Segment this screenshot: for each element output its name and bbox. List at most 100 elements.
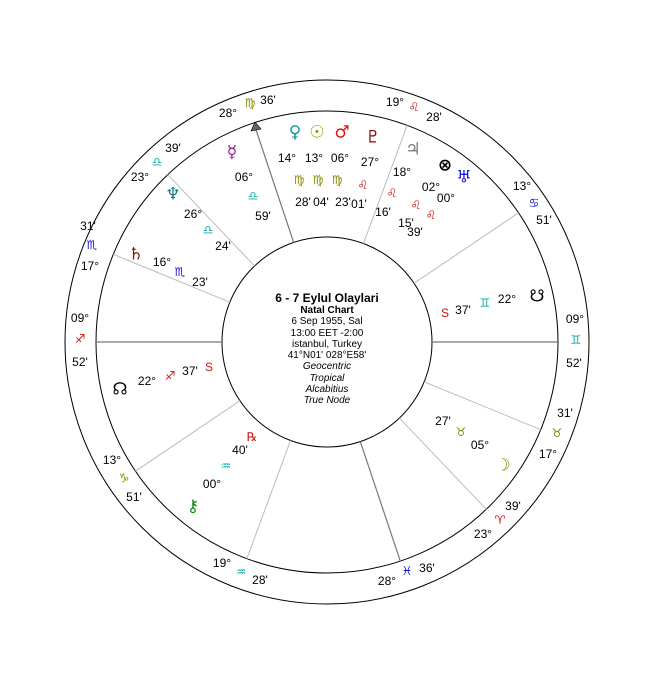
house-cusp-line-c2 [135,400,241,472]
pluto-sign-icon: ♌ [357,178,369,192]
uranus-icon: ♅ [456,167,472,188]
pluto-minute: 01' [351,197,367,211]
north-node-minute: 37' [182,364,198,378]
chiron-sign-icon: ♒ [220,459,232,473]
cusp-minute: 36' [260,93,276,107]
chart-time: 13:00 EET -2:00 [290,327,364,339]
uranus-degree: 00° [436,191,456,205]
cusp-degree: 28° [218,106,238,120]
zodiac-sign-icon: ♈ [494,513,506,527]
moon-sign-icon: ♉ [455,425,467,439]
jupiter-minute: 16' [375,205,391,219]
zodiac-sign-icon: ♏ [86,238,98,252]
cusp-degree: 28° [377,574,397,588]
chart-coords: 41°N01' 028°E58' [287,350,367,362]
chart-info-panel: 6 - 7 Eylul Olaylari Natal Chart 6 Sep 1… [227,292,427,407]
neptune-minute: 24' [215,239,231,253]
sun-icon: ☉ [309,122,325,143]
part-of-fortune-minute: 15' [398,216,414,230]
cusp-degree: 23° [130,170,150,184]
cusp-minute: 28' [426,110,442,124]
mercury-degree: 06° [234,170,254,184]
zodiac-sign-icon: ♌ [408,100,420,114]
zodiac-sign-icon: ♐ [74,332,86,346]
north-node-icon: ☊ [112,379,128,400]
mercury-minute: 59' [255,209,271,223]
chart-title: 6 - 7 Eylul Olaylari [275,291,379,305]
house-cusp-line-c9 [362,125,408,244]
pluto-icon: ♇ [365,127,381,148]
chiron-minute: 40' [232,443,248,457]
zodiac-sign-icon: ♍ [244,96,256,110]
house-cusp-line-ic [359,441,401,562]
venus-degree: 14° [277,151,297,165]
zodiac-sign-icon: ♉ [551,426,563,440]
house-cusp-line-mc [253,122,295,243]
mars-icon: ♂ [334,122,350,143]
zodiac-sign-icon: ♊ [570,333,582,347]
cusp-minute: 31' [557,406,573,420]
chart-place: istanbul, Turkey [291,338,363,350]
neptune-degree: 26° [183,207,203,221]
zodiac-sign-icon: ♑ [118,471,130,485]
uranus-minute: 39' [407,225,423,239]
cusp-minute: 39' [505,499,521,513]
sun-sign-icon: ♍ [312,173,324,187]
mercury-icon: ☿ [226,142,238,163]
moon-degree: 05° [470,438,490,452]
saturn-icon: ♄ [128,244,144,265]
chart-date: 6 Sep 1955, Sal [291,316,363,328]
venus-icon: ♀ [288,122,302,143]
cusp-minute: 52' [566,356,582,370]
jupiter-sign-icon: ♌ [386,186,398,200]
neptune-sign-icon: ♎ [202,223,214,237]
sun-degree: 13° [304,151,324,165]
outer-circle [64,79,590,605]
chart-zodiac: Geocentric [302,361,352,373]
chiron-flag: ℞ [246,430,258,444]
venus-sign-icon: ♍ [293,173,305,187]
south-node-icon: ☋ [529,286,545,307]
cusp-minute: 31' [80,219,96,233]
saturn-degree: 16° [152,255,172,269]
cusp-minute: 51' [126,490,142,504]
south-node-sign-icon: ♊ [479,296,491,310]
south-node-minute: 37' [455,303,471,317]
venus-minute: 28' [295,195,311,209]
cusp-degree: 17° [80,259,100,273]
neptune-icon: ♆ [165,184,181,205]
house-cusp-line-c5 [399,417,487,510]
part-of-fortune-degree: 02° [421,180,441,194]
chart-subtitle: Natal Chart [300,305,354,316]
house-cusp-line-c11 [167,174,255,267]
cusp-degree: 13° [102,453,122,467]
cusp-degree: 23° [473,527,493,541]
zodiac-sign-icon: ♒ [235,565,247,579]
house-cusp-line-c6 [423,381,541,431]
jupiter-icon: ♃ [405,139,421,160]
south-node-degree: 22° [497,292,517,306]
cusp-degree: 09° [565,312,585,326]
midheaven-arrow-icon [250,121,262,132]
uranus-sign-icon: ♌ [425,208,437,222]
pluto-degree: 27° [360,155,380,169]
house-cusp-line-c12 [113,253,231,303]
jupiter-degree: 18° [392,165,412,179]
north-node-degree: 22° [137,374,157,388]
zodiac-sign-icon: ♋ [528,196,540,210]
chart-node-type: True Node [303,395,351,407]
cusp-minute: 51' [536,213,552,227]
cusp-minute: 39' [165,141,181,155]
sun-minute: 04' [313,195,329,209]
cusp-minute: 52' [72,355,88,369]
saturn-sign-icon: ♏ [174,265,186,279]
part-of-fortune-icon: ⊗ [437,155,453,176]
zodiac-sign-icon: ♓ [401,564,413,578]
moon-minute: 27' [435,414,451,428]
cusp-degree: 17° [538,447,558,461]
moon-icon: ☽ [495,455,511,476]
chart-house-system: Alcabitius [305,384,349,396]
part-of-fortune-sign-icon: ♌ [410,198,422,212]
